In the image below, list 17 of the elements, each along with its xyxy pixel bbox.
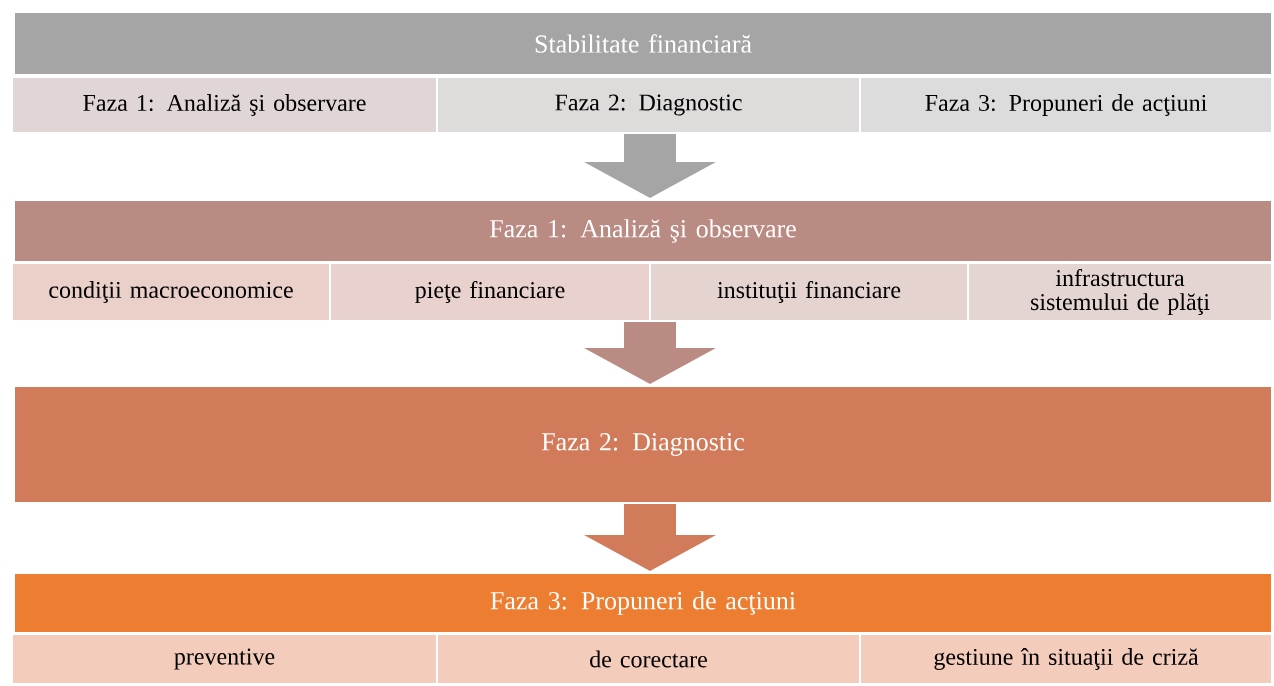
- cell: condiţii macroeconomice: [12, 263, 330, 321]
- block-arrow: [584, 322, 716, 384]
- cell: gestiune în situaţii de criză: [860, 634, 1272, 684]
- block-arrow: [584, 504, 716, 571]
- block-arrow: [584, 134, 716, 198]
- band-header: Faza 2: Diagnostic: [14, 386, 1272, 503]
- cell: pieţe financiare: [330, 263, 650, 321]
- cell: Faza 3: Propuneri de acţiuni: [860, 77, 1272, 133]
- cell: preventive: [12, 634, 437, 684]
- band-header: Faza 3: Propuneri de acţiuni: [14, 573, 1272, 633]
- cell: de corectare: [437, 634, 860, 684]
- band-header: Stabilitate financiară: [14, 12, 1272, 75]
- cell: Faza 1: Analiză şi observare: [12, 77, 437, 133]
- cell: instituţii financiare: [650, 263, 968, 321]
- cell: infrastructura sistemului de plăţi: [968, 263, 1272, 321]
- cell: Faza 2: Diagnostic: [437, 77, 860, 133]
- band-header: Faza 1: Analiză şi observare: [14, 200, 1272, 262]
